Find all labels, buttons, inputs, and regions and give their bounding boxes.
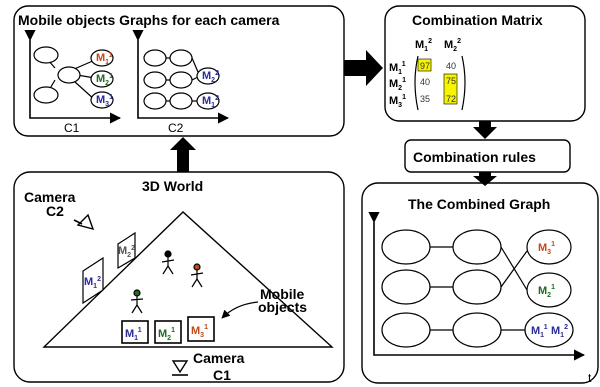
graph-node <box>169 71 193 89</box>
matrix-bracket-left <box>414 55 419 111</box>
world-panel: 3D World Camera C2 M22 M12 <box>13 171 345 383</box>
combined-node-label: M31 <box>538 241 555 256</box>
graph-node-m2-1 <box>90 70 114 88</box>
graph-node <box>143 92 167 110</box>
ground-triangle <box>42 211 334 348</box>
combined-panel: The Combined Graph t M31 M21 M11 M12 <box>361 182 599 385</box>
combined-node-m2-1 <box>526 272 572 308</box>
combined-node-m1-1-m1-2 <box>524 312 574 348</box>
graph-node-label: M21 <box>96 73 113 87</box>
combined-node-label: M21 <box>538 284 555 299</box>
time-axis-label: t <box>588 371 592 385</box>
matrix-panel-title: Combination Matrix <box>412 12 543 28</box>
ground-box-m2-1 <box>154 320 182 344</box>
mobile-objects-label: Mobile <box>260 286 305 302</box>
world-panel-title: 3D World <box>142 178 203 194</box>
person-icon <box>130 289 144 314</box>
combined-node-label: M11 <box>531 324 548 339</box>
graph-node-label: M11 <box>96 52 113 66</box>
arrow-graphs-to-matrix <box>344 50 383 86</box>
graph-node <box>381 229 431 265</box>
arrow-world-to-graphs <box>170 137 196 172</box>
graph-node-m1-2 <box>196 92 220 110</box>
camera2-icon <box>73 219 83 225</box>
camera2-label: C2 <box>46 203 64 219</box>
graph-node <box>33 86 59 104</box>
matrix-highlight <box>443 73 458 105</box>
combination-rules-box: Combination rules <box>404 139 571 173</box>
graph-node <box>57 66 81 84</box>
graph-node-label: M31 <box>96 94 113 108</box>
graph-node-label: M22 <box>202 70 219 84</box>
matrix-row-header: M21 <box>389 77 406 92</box>
camera1-label: C1 <box>213 367 231 383</box>
camera1-graph-axes <box>24 29 122 124</box>
graph-node <box>381 312 431 348</box>
tilted-box-label: M12 <box>84 276 101 290</box>
tilted-box-m1-2 <box>82 256 104 305</box>
graph-node-label: M12 <box>202 95 219 109</box>
graph-node-m1-1 <box>90 49 114 67</box>
camera1-label: Camera <box>193 350 245 366</box>
flow-arrows <box>170 50 497 186</box>
graph-node <box>143 49 167 67</box>
graph-node <box>169 92 193 110</box>
graph-node <box>33 46 59 64</box>
graph-node <box>169 49 193 67</box>
matrix-cell: 40 <box>446 61 456 71</box>
graph-node <box>143 71 167 89</box>
combined-node-m3-1 <box>526 229 572 265</box>
tilted-box-m2-2 <box>117 231 136 270</box>
ground-box-label: M31 <box>191 324 208 339</box>
graphs-panel: Mobile objects Graphs for each camera M1… <box>13 5 345 137</box>
axis-label-c1: C1 <box>64 121 80 135</box>
matrix-cell: 97 <box>420 61 430 71</box>
ground-box-label: M11 <box>125 327 142 342</box>
camera2-label: Camera <box>24 189 76 205</box>
arrow-rules-to-combined <box>473 172 497 186</box>
combined-graph-axes <box>368 211 586 361</box>
matrix-col-header: M22 <box>444 38 461 53</box>
mobile-objects-label: objects <box>258 299 307 315</box>
ground-box-label: M21 <box>158 327 175 342</box>
combination-rules-label: Combination rules <box>413 149 536 165</box>
ground-box-m3-1 <box>187 316 215 342</box>
graph-edge <box>191 57 199 73</box>
graph-node <box>452 269 502 305</box>
matrix-cell: 40 <box>420 77 430 87</box>
camera2-graph: M22 M12 C2 <box>132 29 230 135</box>
matrix-highlight <box>417 58 432 72</box>
ground-box-m1-1 <box>121 320 149 344</box>
camera2-graph-axes <box>132 29 230 124</box>
person-icon <box>161 250 175 275</box>
matrix-cell: 72 <box>446 94 456 104</box>
graph-node <box>452 312 502 348</box>
graph-node-m3-1 <box>90 91 114 109</box>
mobile-objects-pointer <box>221 301 259 319</box>
tilted-box-label: M22 <box>118 245 135 259</box>
camera1-icon <box>171 360 189 374</box>
matrix-row-header: M11 <box>389 61 406 76</box>
graph-node-m2-2 <box>196 67 220 85</box>
camera1-graph: M11 M21 M31 C1 <box>24 29 122 135</box>
person-icon <box>190 263 204 288</box>
combined-node-label: M12 <box>551 324 568 339</box>
camera2-icon <box>76 213 95 231</box>
matrix-bracket-right <box>461 55 466 111</box>
graph-node <box>452 229 502 265</box>
matrix-row-header: M31 <box>389 94 406 109</box>
combined-panel-title: The Combined Graph <box>408 196 550 212</box>
matrix-cell: 35 <box>420 94 430 104</box>
graph-edge <box>500 250 528 288</box>
matrix-col-header: M12 <box>415 38 432 53</box>
matrix-panel: Combination Matrix M12 M22 M11 M21 M31 9… <box>384 5 586 122</box>
graph-node <box>381 269 431 305</box>
axis-label-c2: C2 <box>168 121 184 135</box>
graphs-panel-title: Mobile objects Graphs for each camera <box>18 12 280 28</box>
matrix-cell: 75 <box>446 76 456 86</box>
arrow-matrix-to-rules <box>473 121 497 139</box>
